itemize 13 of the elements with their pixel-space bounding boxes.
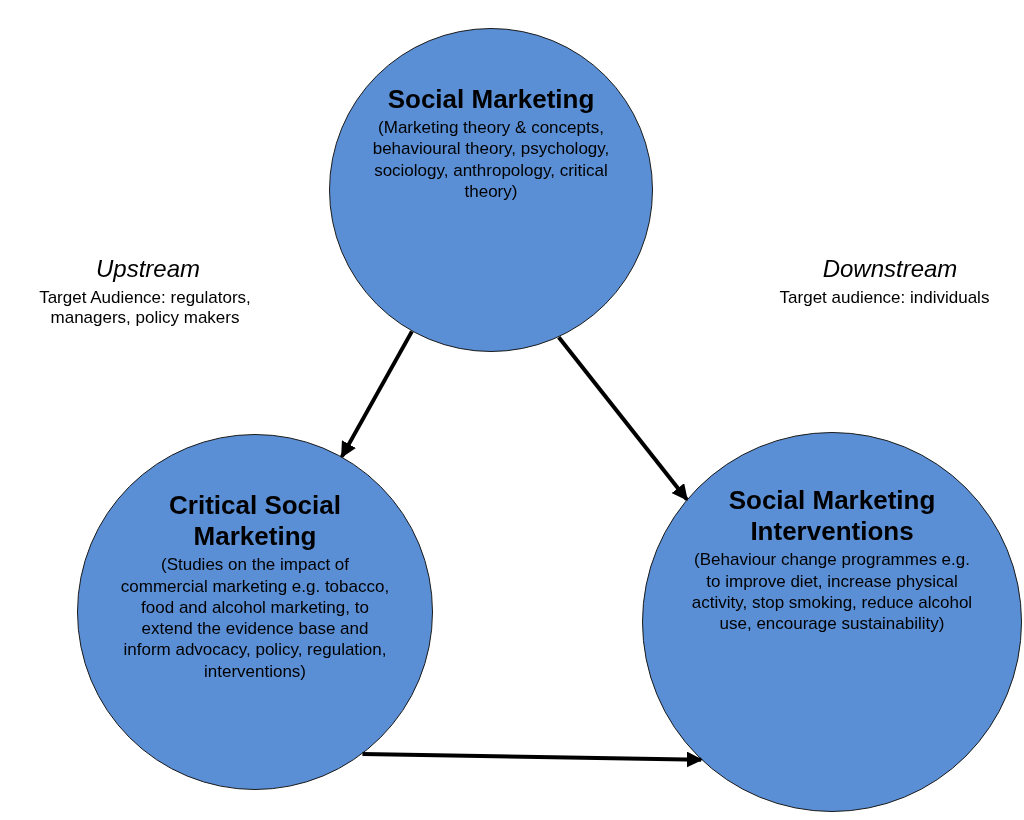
circle-title: Critical Social Marketing <box>168 490 342 553</box>
stream-heading: Upstream <box>95 255 201 284</box>
circle-description: (Studies on the impact of commercial marketing e.g. tobacco, food and alcohol marketing, to extend the evidence base and inform advocacy, policy, regulation, interventions) <box>120 554 390 682</box>
stream-heading: Downstream <box>821 255 959 284</box>
circle-title: Social Marketing <box>387 84 595 116</box>
circle-description: (Behaviour change programmes e.g. to improve diet, increase physical activity, stop smoking, reduce alcohol use, encourage sustainability) <box>690 549 974 635</box>
circle-description: (Marketing theory & concepts, behavioural theory, psychology, sociology, anthropology, critical theory) <box>371 117 611 203</box>
arrow <box>362 751 703 768</box>
audience-note: Target audience: individuals <box>778 288 991 309</box>
arrow <box>340 330 414 459</box>
circle-title: Social Marketing Interventions <box>727 485 937 548</box>
audience-note: Target Audience: regulators, managers, policy makers <box>38 288 252 329</box>
arrow <box>557 335 689 501</box>
